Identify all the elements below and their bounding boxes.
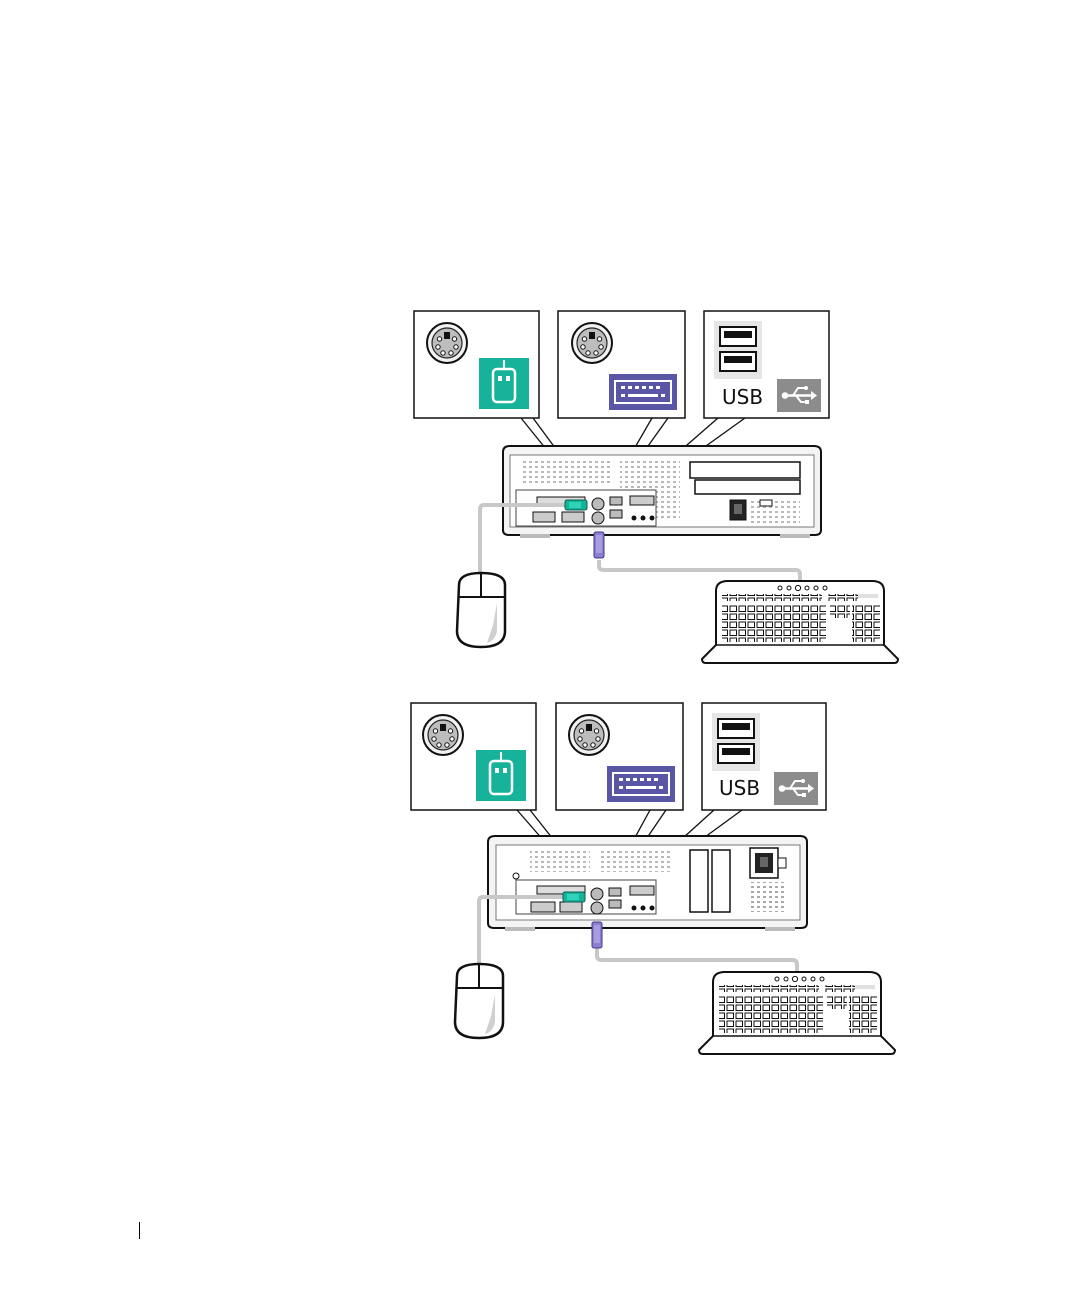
usb-label: USB bbox=[719, 776, 760, 800]
usb-ports-icon bbox=[714, 321, 762, 379]
usb-label: USB bbox=[722, 385, 763, 409]
keyboard-port-icon bbox=[572, 323, 612, 363]
mouse-cable-connector bbox=[565, 500, 587, 510]
computer-back-panel bbox=[503, 446, 821, 538]
usb-symbol-icon bbox=[774, 772, 818, 805]
keyboard-icon bbox=[607, 766, 675, 802]
keyboard bbox=[702, 581, 898, 663]
computer-back-panel bbox=[488, 836, 807, 931]
mouse bbox=[455, 964, 503, 1038]
keyboard bbox=[699, 972, 895, 1054]
usb-ports-icon bbox=[712, 713, 760, 771]
diagram-desktop: USB bbox=[411, 703, 895, 1054]
mouse-cable-connector bbox=[563, 892, 585, 902]
mouse-icon bbox=[476, 750, 526, 801]
keyboard-port-icon bbox=[569, 715, 609, 755]
usb-symbol-icon bbox=[777, 379, 821, 412]
mouse-icon bbox=[479, 358, 529, 409]
keyboard-cable-connector bbox=[592, 922, 602, 948]
keyboard-icon bbox=[609, 374, 677, 410]
mouse bbox=[457, 573, 505, 647]
mouse-port-icon bbox=[427, 323, 467, 363]
keyboard-cable-connector bbox=[594, 532, 604, 558]
diagram-small-desktop: USB bbox=[414, 311, 898, 663]
mouse-port-icon bbox=[423, 715, 463, 755]
